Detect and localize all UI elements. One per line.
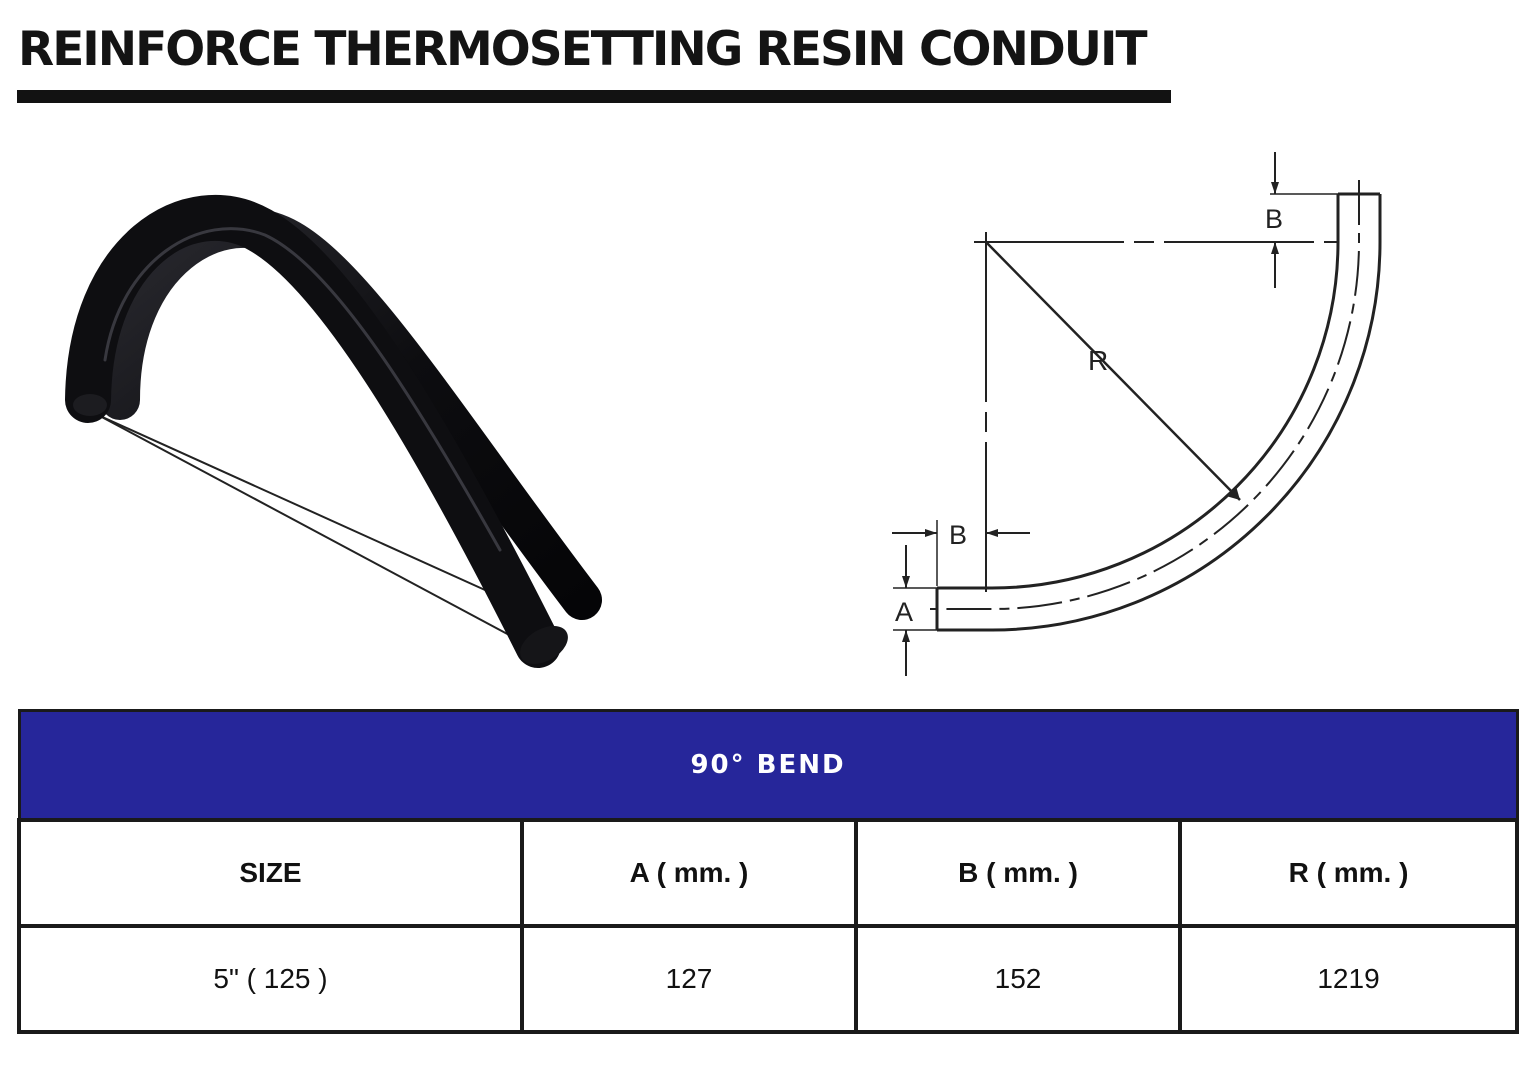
title-underline xyxy=(17,90,1171,103)
diagram-label-b-left: B xyxy=(949,520,967,550)
photo-string-back xyxy=(97,414,486,591)
photo-string-front xyxy=(97,414,529,646)
cell-b: 152 xyxy=(854,924,1182,1034)
diagram-dim-b-left-arrowhead-left xyxy=(925,529,937,537)
diagram-label-b-top: B xyxy=(1265,204,1283,234)
bend-spec-table: 90° BEND SIZE A ( mm. ) B ( mm. ) R ( mm… xyxy=(17,709,1520,1034)
conduit-bend-photo xyxy=(65,194,602,668)
header-r: R ( mm. ) xyxy=(1177,818,1520,928)
diagram-radius-arrowhead xyxy=(1226,486,1240,500)
diagram-dim-a-arrowhead-upper xyxy=(902,576,910,588)
diagram-label-a: A xyxy=(895,597,913,627)
photo-conduit-end-right xyxy=(520,626,568,664)
header-size: SIZE xyxy=(17,818,524,928)
header-a: A ( mm. ) xyxy=(520,818,858,928)
photo-conduit-back xyxy=(100,207,602,620)
diagram-pipe-outer-wall xyxy=(937,194,1382,632)
photo-conduit-end-left xyxy=(73,394,107,416)
table-banner: 90° BEND xyxy=(17,709,1519,822)
cell-size: 5" ( 125 ) xyxy=(17,924,524,1034)
diagram-dim-b-top-arrowhead-lower xyxy=(1271,242,1279,254)
header-b: B ( mm. ) xyxy=(854,818,1182,928)
diagram-label-r: R xyxy=(1088,345,1108,376)
diagram-dim-a-arrowhead-lower xyxy=(902,630,910,642)
table-row: 5" ( 125 ) 127 152 1219 xyxy=(17,924,1520,1034)
bend-dimension-diagram: B R B A xyxy=(892,152,1382,676)
diagram-pipe-inner-wall xyxy=(937,194,1340,590)
diagram-dim-b-left-arrowhead-right xyxy=(986,529,998,537)
diagram-radius-line xyxy=(985,241,1241,501)
diagram-dim-b-top-arrowhead-upper xyxy=(1271,182,1279,194)
diagram-pipe-centerline xyxy=(930,180,1360,610)
page-title: REINFORCE THERMOSETTING RESIN CONDUIT xyxy=(18,22,1148,77)
table-header-row: SIZE A ( mm. ) B ( mm. ) R ( mm. ) xyxy=(17,818,1520,928)
cell-a: 127 xyxy=(520,924,858,1034)
cell-r: 1219 xyxy=(1177,924,1520,1034)
photo-conduit-highlight xyxy=(103,227,502,552)
